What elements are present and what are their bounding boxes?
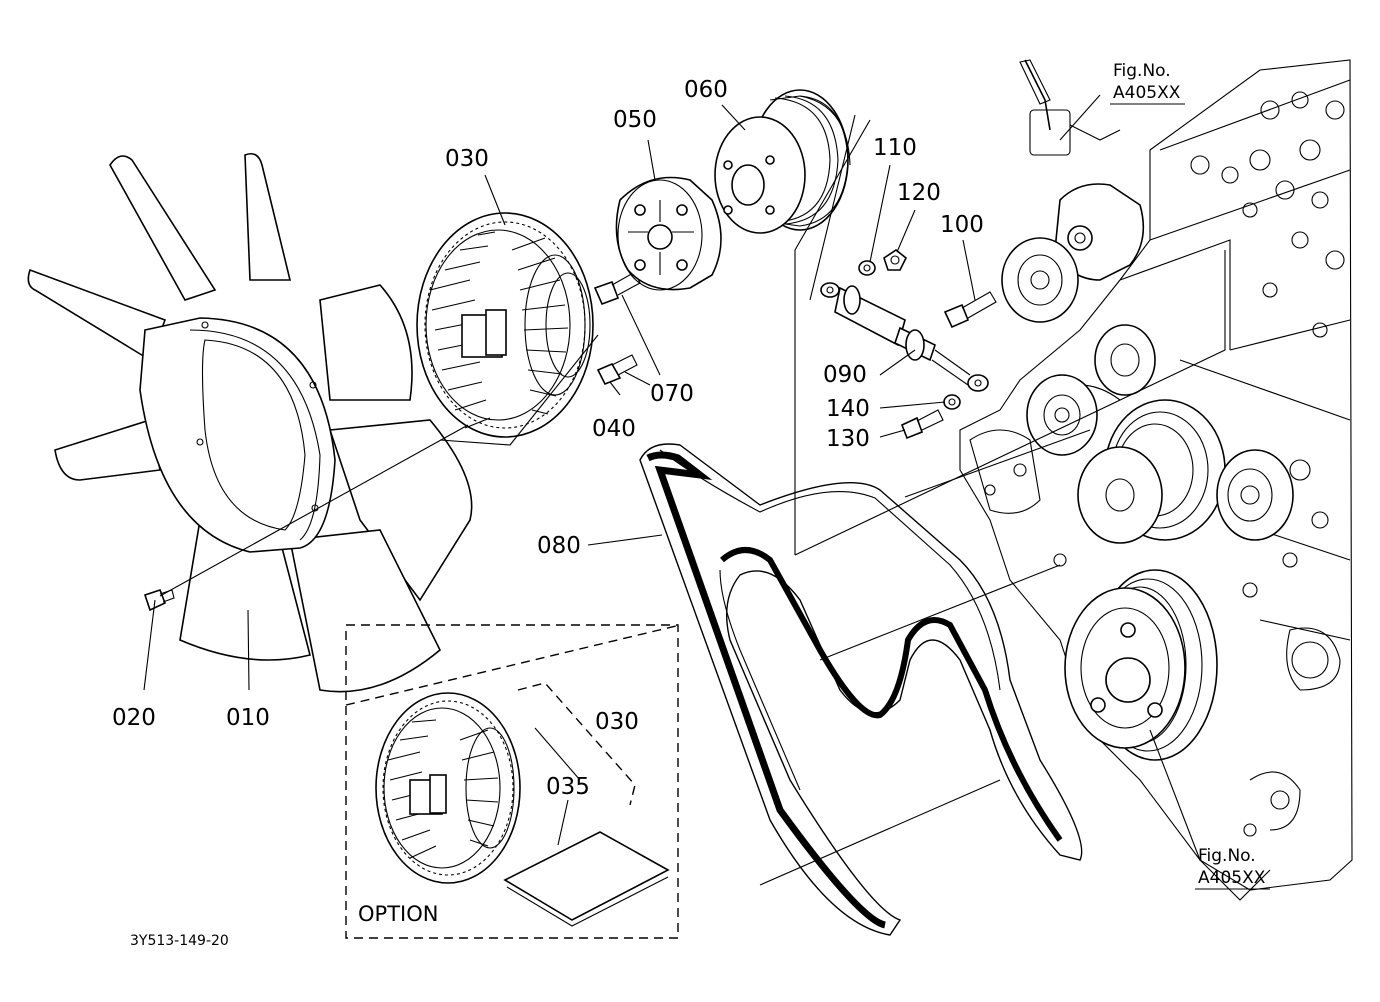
fig-ref-bottom-line1: Fig.No.: [1198, 846, 1256, 866]
label-sheet-035: [503, 831, 670, 927]
fig-ref-top-line1: Fig.No.: [1113, 61, 1171, 81]
callout-100: 100: [940, 212, 984, 238]
fan-clutch-030: [416, 212, 594, 438]
bolt-100: [943, 291, 997, 329]
fig-ref-bottom-line2: A405XX: [1198, 868, 1266, 888]
nut-120: [883, 249, 908, 271]
option-label: OPTION: [358, 902, 438, 926]
callout-010: 010: [226, 705, 270, 731]
engine-idler-pulley-upper: [1001, 183, 1145, 323]
washer-110: [858, 260, 876, 276]
callout-080: 080: [537, 533, 581, 559]
fan-pulley-060: [714, 89, 851, 234]
callout-labels: 010 020 030 030 035 040 050 060 070 080 …: [112, 77, 984, 800]
bolt-070: [593, 271, 641, 306]
callout-110: 110: [873, 135, 917, 161]
callout-070: 070: [650, 381, 694, 407]
callout-035: 035: [546, 774, 590, 800]
spacer-050: [615, 176, 722, 291]
callout-050: 050: [613, 107, 657, 133]
option-fan-clutch: [375, 692, 521, 884]
alternator-pulley: [1216, 449, 1294, 541]
callout-090: 090: [823, 362, 867, 388]
option-box: [345, 624, 679, 939]
doc-number: 3Y513-149-20: [130, 933, 229, 949]
fig-ref-top-line2: A405XX: [1113, 83, 1181, 103]
engine-idler-pulley-middle: [1026, 324, 1156, 456]
callout-130: 130: [826, 426, 870, 452]
bolt-130: [900, 409, 944, 440]
crankshaft-pulley: [1064, 569, 1218, 761]
water-pump-pulley: [1077, 399, 1226, 544]
callout-140: 140: [826, 396, 870, 422]
callout-120: 120: [897, 180, 941, 206]
fig-ref-bottom: Fig.No. A405XX: [1195, 846, 1270, 890]
callout-020: 020: [112, 705, 156, 731]
washer-140: [943, 394, 961, 410]
fan-010: [27, 152, 473, 693]
leader-lines: [143, 94, 1226, 886]
bolt-020: [143, 588, 175, 612]
damper-090: [820, 282, 989, 392]
fig-ref-top: Fig.No. A405XX: [1110, 61, 1185, 105]
callout-030: 030: [445, 146, 489, 172]
bolt-040: [596, 354, 638, 386]
belt-080: [639, 443, 1083, 936]
option-bracket-030: [517, 682, 636, 806]
callout-040: 040: [592, 416, 636, 442]
callout-060: 060: [684, 77, 728, 103]
callout-030-option: 030: [595, 709, 639, 735]
